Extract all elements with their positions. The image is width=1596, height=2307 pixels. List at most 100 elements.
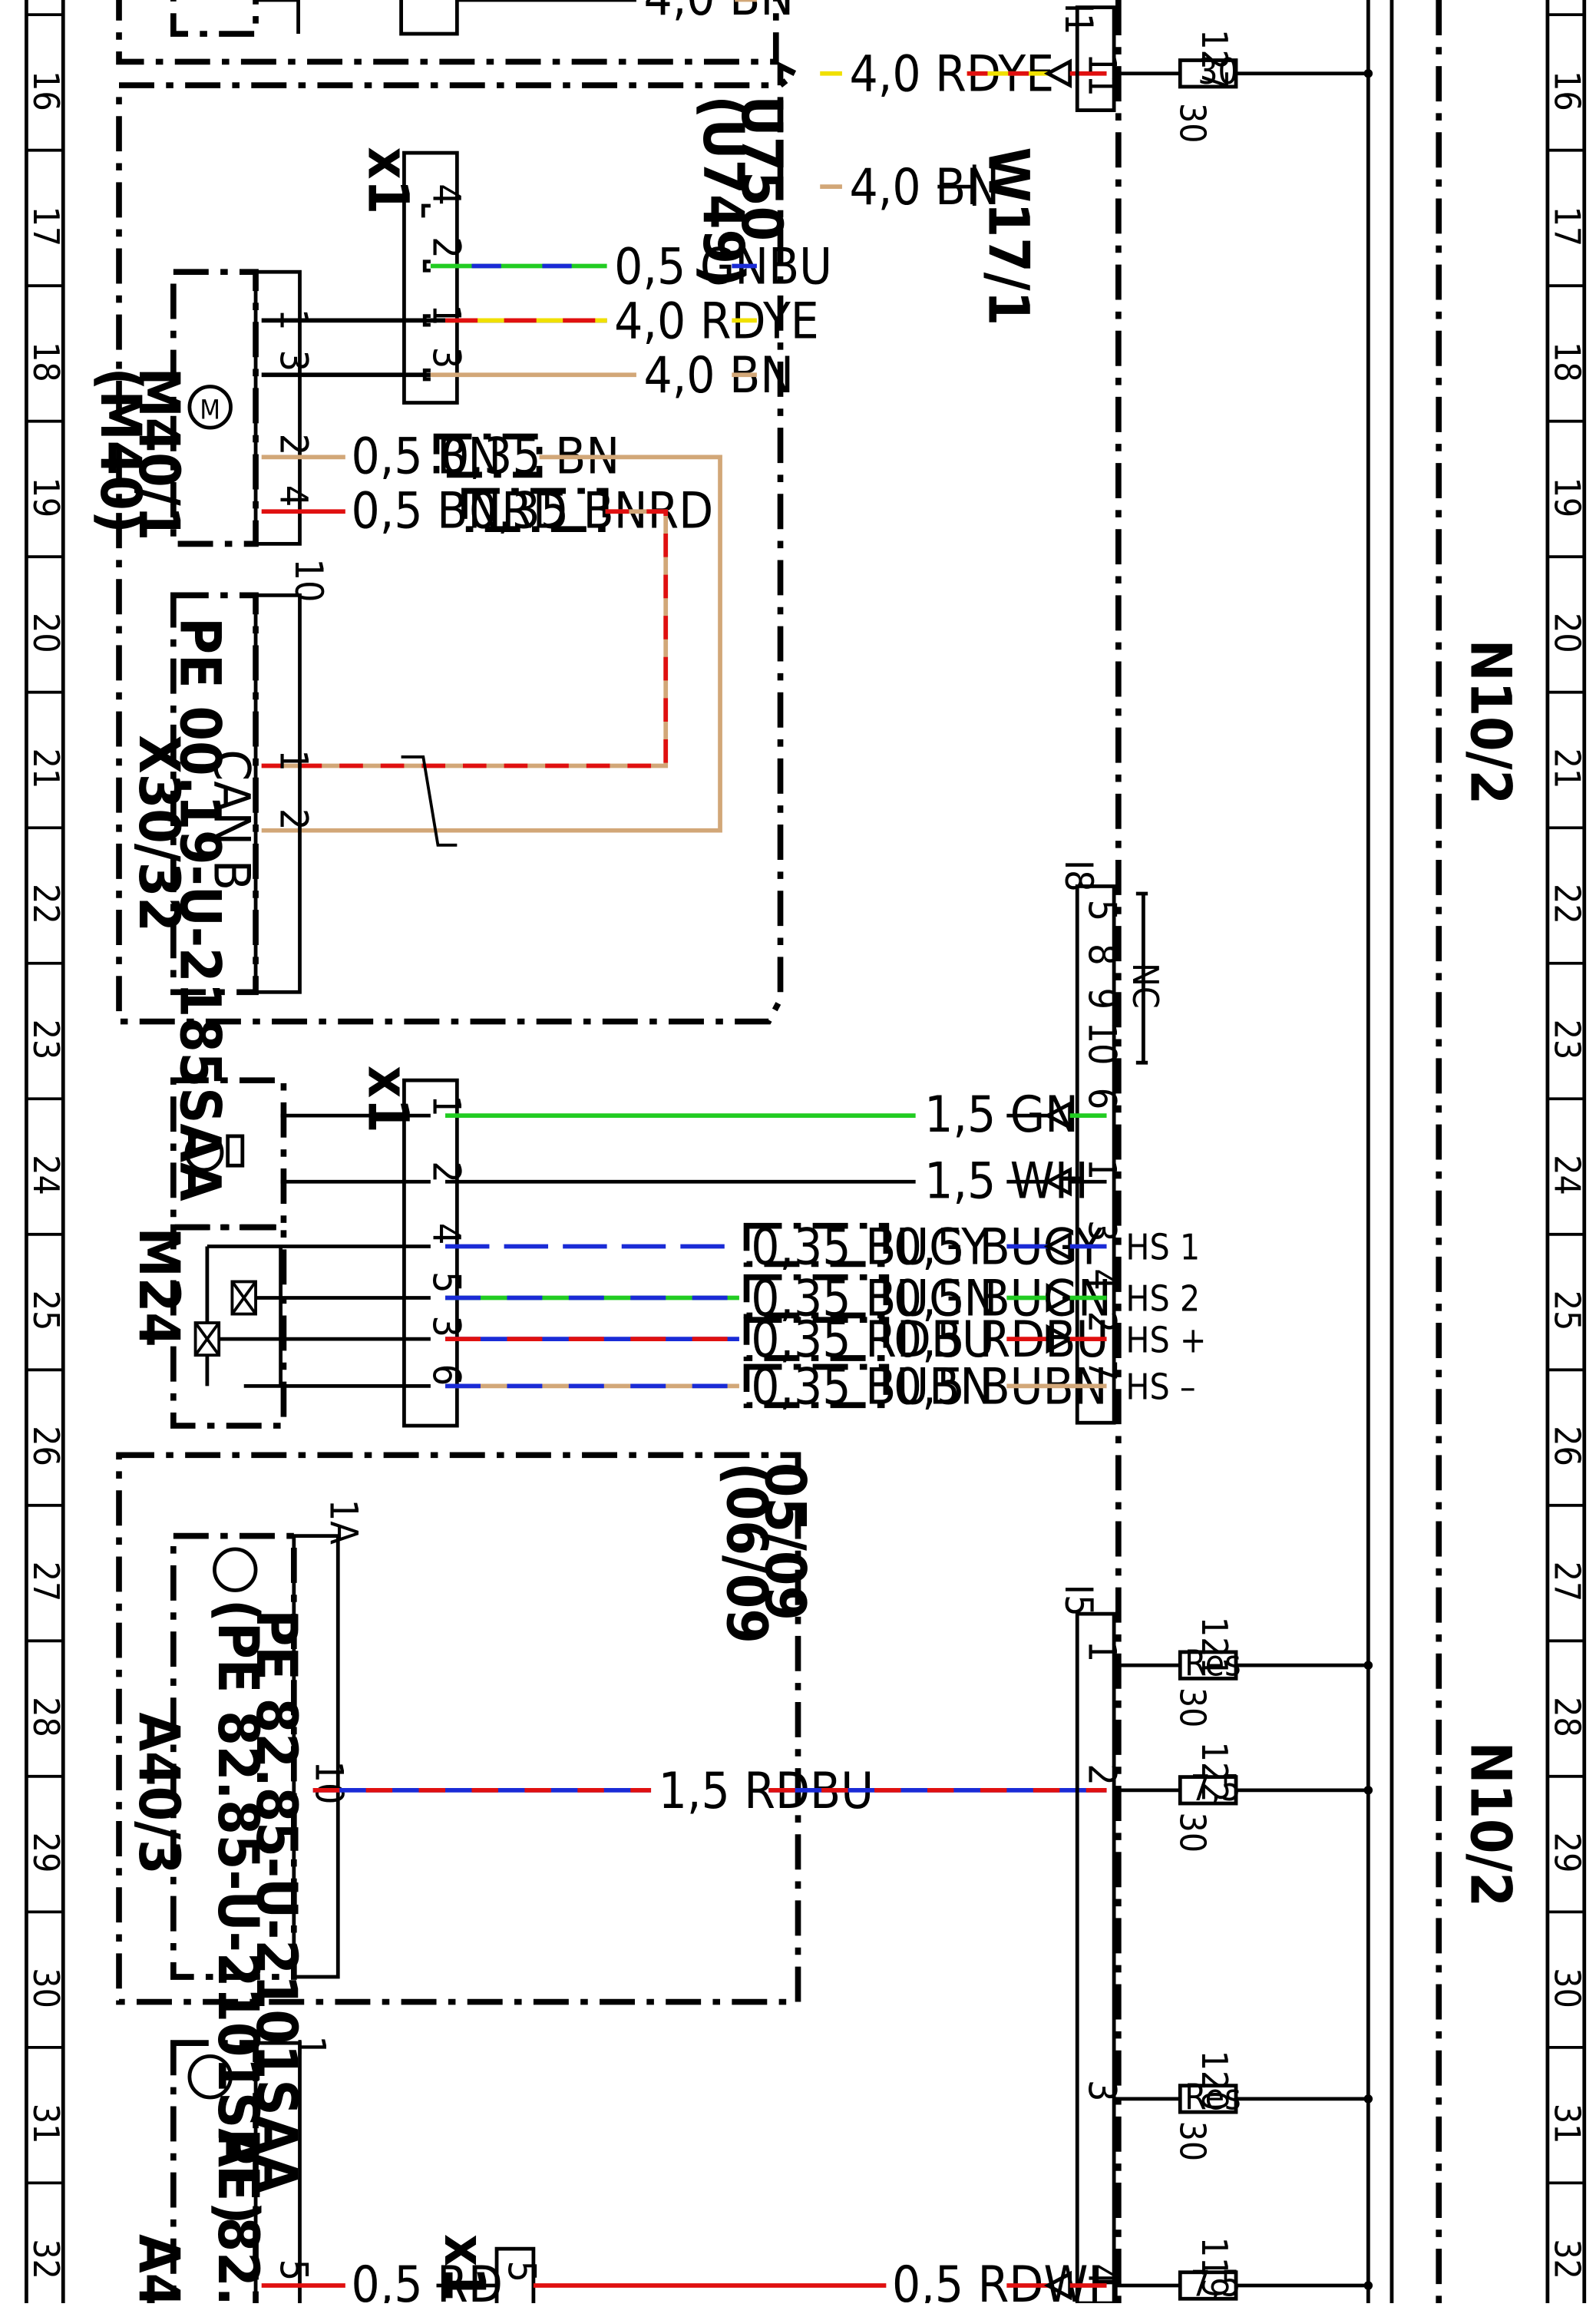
can-b-label: CAN B [202,749,259,890]
wire-label-bugn035: 0,35 BUGN [751,1270,997,1327]
right-ruler-number: 18 [1546,342,1588,382]
w17-1-label: W17/1 [975,147,1040,326]
svg-text:5: 5 [425,1271,469,1293]
pe-ref-x30: PE 00.19-U-2185SAA [167,617,232,1201]
svg-text:1: 1 [1080,1158,1125,1180]
hs1-label: HS 1 [1125,1227,1200,1268]
left-ruler-number: 28 [25,1697,67,1737]
svg-text:30: 30 [1171,1687,1213,1728]
m40-1-connector [253,269,302,546]
m40-label: (M40) [88,368,153,534]
svg-text:6: 6 [425,1364,469,1386]
svg-text:3: 3 [1080,1220,1125,1241]
left-ruler-number: 19 [25,478,67,518]
right-ruler-number: 21 [1546,749,1588,789]
pe-ref-a40-bottom: PE 82.0 [205,2128,270,2303]
fuse-119: 7,5 119 [1114,2237,1373,2304]
hs2-label: HS 2 [1125,1278,1200,1320]
svg-text:119: 119 [1194,2237,1235,2298]
svg-text:3: 3 [425,1315,469,1337]
svg-text:2: 2 [272,434,316,455]
pe-ref-a40-3-alt: (PE 82.85-U-2101SAE) [205,1599,270,2224]
svg-text:5: 5 [272,2259,316,2281]
left-ruler-number: 21 [25,749,67,789]
x30-32-label: X30/32 [126,735,191,932]
svg-text:2: 2 [425,236,469,258]
date-from-label: 05/09 [752,1463,817,1621]
svg-text:2: 2 [1080,1311,1125,1333]
right-ruler-number: 25 [1546,1291,1588,1331]
right-ruler-number: 30 [1546,1968,1588,2008]
svg-text:2: 2 [272,808,316,830]
svg-text:4: 4 [272,485,316,507]
right-ruler-number: 16 [1546,71,1588,111]
amplifier-icon [213,1547,258,1592]
left-ruler-number: 18 [25,342,67,382]
left-ruler-number: 24 [25,1155,67,1195]
fuse-127: 30 127 30 [1171,29,1373,144]
n10-2-label-lower: N10/2 [1457,1742,1522,1907]
right-ruler-number: 22 [1546,884,1588,924]
svg-text:7,5: 7,5 [1191,2262,1241,2303]
svg-text:4: 4 [1080,1268,1125,1290]
svg-text:1A: 1A [322,1499,366,1545]
left-ruler-number: 23 [25,1020,67,1060]
svg-text:10: 10 [1080,1022,1125,1066]
wire-label-bn-x1: 4,0 BN [643,347,794,405]
x1-bottom-label: x1 [431,2234,497,2302]
top-fragment: 4,0 BN [116,0,794,65]
svg-text:1: 1 [272,309,316,330]
wire-label-rdye-x1: 4,0 RDYE [614,293,819,350]
svg-text:3: 3 [272,350,316,372]
wire-label-wh15: 1,5 WH [924,1152,1089,1210]
svg-text:1: 1 [1080,1641,1125,1662]
left-ruler-number: 16 [25,71,67,111]
svg-text:2: 2 [425,1161,469,1182]
svg-text:7,5: 7,5 [1191,1767,1241,1809]
right-ruler-number: 26 [1546,1426,1588,1466]
right-ruler-number: 28 [1546,1697,1588,1737]
i1-connector-group: 4,0 RDYE I1 11 4,0 BN W17/1 [820,3,1181,326]
a40-3-group: 05/09 (06/09 1A PE 82.85-U-2101SAA (PE 8… [116,1452,1107,2224]
right-ruler-number: 19 [1546,478,1588,518]
right-ruler-number: 20 [1546,613,1588,653]
left-ruler-number: 25 [25,1291,67,1331]
left-ruler-number: 31 [25,2104,67,2144]
u749-label: (U749) [690,95,755,287]
svg-text:2: 2 [1080,1763,1125,1785]
svg-text:1: 1 [425,1095,469,1116]
i8-connector [1075,884,1116,1425]
x30-32-connector [253,593,302,994]
m24-component-group: x1 M24 1 2 4 5 3 6 1,5 GN 6 [126,1066,1207,1429]
svg-text:4: 4 [425,183,469,205]
m24-upper [170,1077,287,1231]
left-ruler-number: 27 [25,1562,67,1602]
svg-text:Res: Res [1185,2076,1241,2117]
right-ruler-number: 17 [1546,207,1588,247]
svg-text:120: 120 [1194,2051,1235,2111]
amplifier-icon [187,2054,233,2100]
fuse-122: 7,5 122 30 [1114,1742,1373,1853]
m40-1-label: M40/1 [126,368,191,541]
x1-m24-label: x1 [355,1066,420,1133]
right-ruler-number: 32 [1546,2239,1588,2279]
svg-text:1: 1 [272,749,316,771]
wire-label-rdbu035: 0,35 RDBU [751,1311,995,1369]
m24-lower [170,1224,287,1429]
wire-label-gn15: 1,5 GN [924,1086,1079,1144]
wire-label-gnbu: 0,5 GNBU [614,238,832,296]
left-ruler-number: 20 [25,613,67,653]
right-ruler-number: 27 [1546,1562,1588,1602]
left-ruler-number: 22 [25,884,67,924]
i8-connector-group: I8 5 8 9 10 NC [1056,860,1166,1425]
fuse-120: Res 120 30 [1114,2051,1373,2161]
svg-text:7: 7 [1080,1360,1125,1381]
svg-text:10: 10 [307,1761,352,1805]
m24-label: M24 [126,1228,191,1347]
svg-text:122: 122 [1194,1742,1235,1803]
hs-plus-label: HS + [1125,1319,1206,1360]
